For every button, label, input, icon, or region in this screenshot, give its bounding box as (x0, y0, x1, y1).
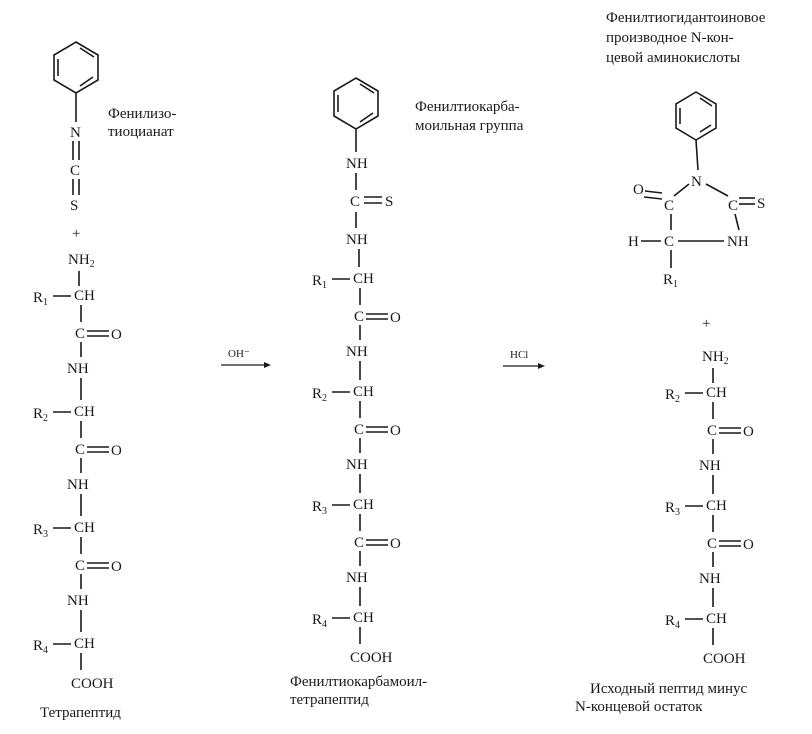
backbone-nh: NH (346, 344, 368, 360)
amino-group: NH2 (68, 252, 95, 270)
carbonyl-c: C (75, 558, 85, 574)
ring-r1: R1 (663, 272, 678, 290)
backbone-nh: NH (346, 570, 368, 586)
carboxyl-cooh: COOH (71, 676, 114, 692)
right-caption-line2: N-концевой остаток (575, 699, 703, 715)
alpha-carbon-ch: CH (353, 271, 374, 287)
reaction-arrow-icon (221, 362, 271, 368)
carbonyl-o: O (390, 310, 401, 326)
group-name-line1: Фенилтиокарба- (415, 99, 520, 115)
alpha-carbon-ch: CH (353, 610, 374, 626)
carbonyl-o: O (743, 537, 754, 553)
ring-o: O (633, 182, 644, 198)
alpha-carbon-ch: CH (74, 636, 95, 652)
reagent-name-line2: тиоцианат (108, 124, 174, 140)
carbonyl-c: C (354, 535, 364, 551)
side-chain-r: R3 (312, 499, 327, 517)
carbonyl-o: O (111, 327, 122, 343)
atom-n: N (70, 125, 81, 141)
carbonyl-c: C (707, 536, 717, 552)
plus-sign: + (72, 226, 80, 242)
backbone-nh: NH (699, 571, 721, 587)
alpha-carbon-ch: CH (706, 498, 727, 514)
side-chain-r: R4 (665, 613, 680, 631)
backbone-nh: NH (67, 477, 89, 493)
benzene-ring-icon (333, 77, 379, 130)
carbonyl-o: O (390, 536, 401, 552)
ring-h: H (628, 234, 639, 250)
side-chain-r: R3 (33, 522, 48, 540)
carbonyl-o: O (390, 423, 401, 439)
alpha-carbon-ch: CH (74, 520, 95, 536)
amino-group-right: NH2 (702, 349, 729, 367)
thiocarbonyl-s: S (385, 194, 393, 210)
thiourea-nh: NH (346, 156, 368, 172)
carboxyl-cooh: COOH (703, 651, 746, 667)
middle-caption-line1: Фенилтиокарбамоил- (290, 674, 427, 690)
side-chain-r: R2 (312, 386, 327, 404)
ring-c-thio: C (728, 198, 738, 214)
product-name-line2: производное N-кон- (606, 30, 734, 46)
ring-s: S (757, 196, 765, 212)
carbonyl-o: O (111, 559, 122, 575)
middle-caption-line2: тетрапептид (290, 692, 369, 708)
reagent-step1: OH⁻ (228, 348, 250, 360)
side-chain-r: R4 (33, 638, 48, 656)
backbone-nh: NH (346, 457, 368, 473)
ring-n: N (691, 174, 702, 190)
backbone-nh: NH (67, 593, 89, 609)
reaction-arrow-icon (503, 363, 545, 369)
ring-nh: NH (727, 234, 749, 250)
reagent-name-line1: Фенилизо- (108, 106, 176, 122)
side-chain-r: R1 (33, 290, 48, 308)
right-caption-line1: Исходный пептид минус (590, 681, 748, 697)
group-name-line2: моильная группа (415, 118, 524, 134)
alpha-carbon-ch: CH (353, 384, 374, 400)
carbonyl-c: C (707, 423, 717, 439)
carboxyl-cooh: COOH (350, 650, 393, 666)
backbone-nh: NH (699, 458, 721, 474)
alpha-carbon-ch: CH (706, 385, 727, 401)
carbonyl-c: C (354, 422, 364, 438)
alpha-carbon-ch: CH (706, 611, 727, 627)
left-caption: Тетрапептид (40, 705, 121, 721)
atom-s: S (70, 198, 78, 214)
carbonyl-o: O (743, 424, 754, 440)
product-name-line1: Фенилтиогидантоиновое (606, 10, 766, 26)
reagent-step2: HCl (510, 349, 528, 361)
backbone-nh: NH (67, 361, 89, 377)
alpha-carbon-ch: CH (74, 288, 95, 304)
thiocarbonyl-c: C (350, 194, 360, 210)
product-name-line3: цевой аминокислоты (606, 50, 740, 66)
carbonyl-o: O (111, 443, 122, 459)
carbonyl-c: C (75, 442, 85, 458)
backbone-nh: NH (346, 232, 368, 248)
side-chain-r: R1 (312, 273, 327, 291)
side-chain-r: R2 (33, 406, 48, 424)
carbonyl-c: C (75, 326, 85, 342)
alpha-carbon-ch: CH (74, 404, 95, 420)
benzene-ring-icon (53, 41, 99, 94)
side-chain-r: R3 (665, 500, 680, 518)
ring-c-alpha: C (664, 234, 674, 250)
side-chain-r: R2 (665, 387, 680, 405)
benzene-ring-icon (675, 91, 717, 141)
plus-sign-right: + (702, 316, 710, 332)
atom-c: C (70, 163, 80, 179)
side-chain-r: R4 (312, 612, 327, 630)
ring-c-carbonyl: C (664, 198, 674, 214)
alpha-carbon-ch: CH (353, 497, 374, 513)
carbonyl-c: C (354, 309, 364, 325)
